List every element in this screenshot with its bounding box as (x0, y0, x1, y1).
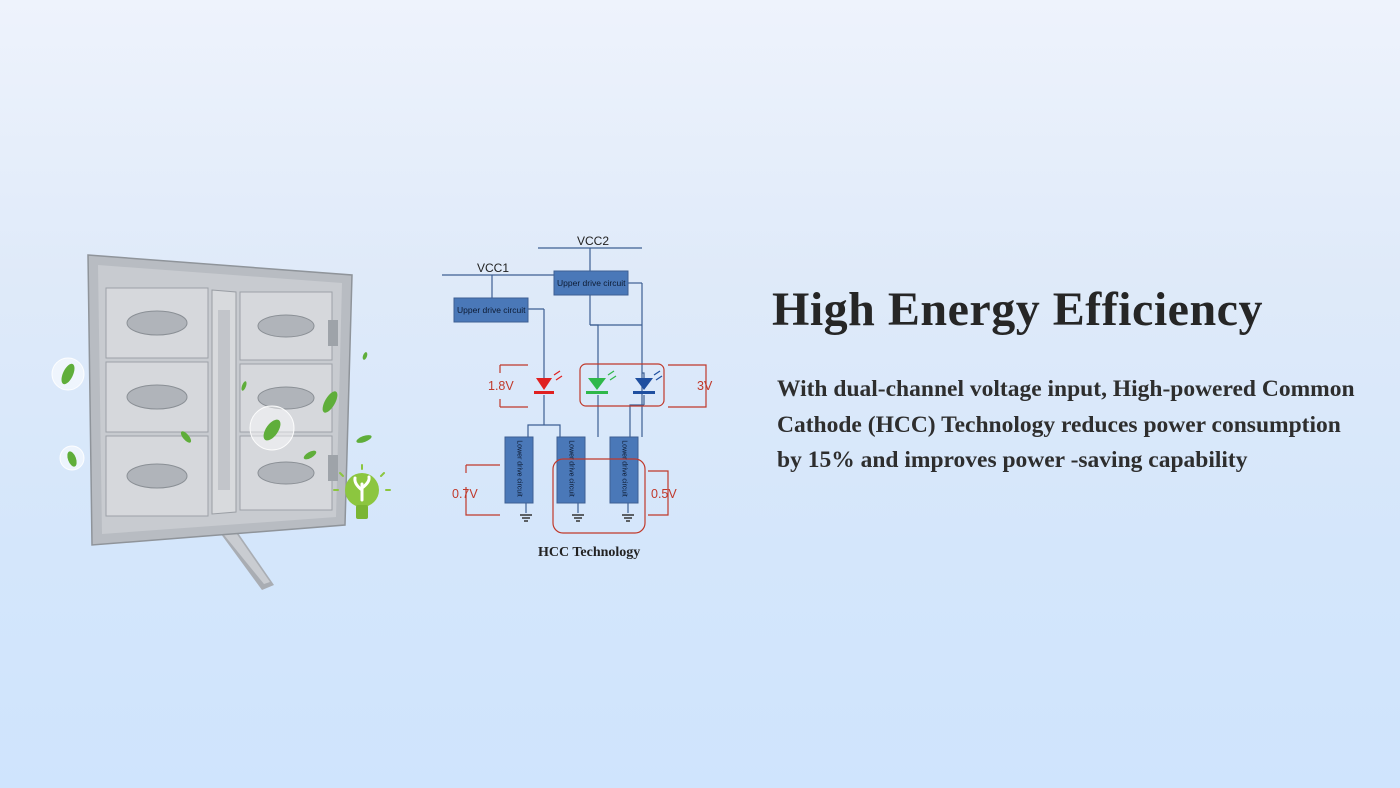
leaf-decoration (51, 352, 391, 519)
led-panel-image (40, 240, 400, 600)
lower-drive-circuit-3: Lower drive circuit (620, 440, 628, 497)
led-icon (534, 370, 663, 394)
voltage-greenblue: 3V (697, 379, 713, 393)
voltage-lower-right: 0.5V (651, 487, 677, 501)
lower-drive-circuit-2: Lower drive circuit (567, 440, 575, 497)
hcc-circuit-diagram: VCC2 VCC1 Upper drive circuit Upper driv… (430, 225, 730, 570)
vcc1-label: VCC1 (477, 261, 510, 275)
voltage-red: 1.8V (488, 379, 514, 393)
headline: High Energy Efficiency (772, 283, 1263, 336)
description-text: With dual-channel voltage input, High-po… (777, 376, 1355, 473)
vcc2-label: VCC2 (577, 234, 610, 248)
leaf-icon (61, 352, 372, 467)
voltage-lower-left: 0.7V (452, 487, 478, 501)
ground-icon (520, 514, 634, 522)
upper-drive-circuit-2: Upper drive circuit (557, 278, 626, 288)
upper-drive-circuit-1: Upper drive circuit (457, 305, 526, 315)
bubble-icon (51, 357, 295, 471)
diagram-caption: HCC Technology (538, 545, 641, 560)
eco-bulb-icon (333, 464, 391, 519)
lower-drive-circuit-1: Lower drive circuit (515, 440, 523, 497)
